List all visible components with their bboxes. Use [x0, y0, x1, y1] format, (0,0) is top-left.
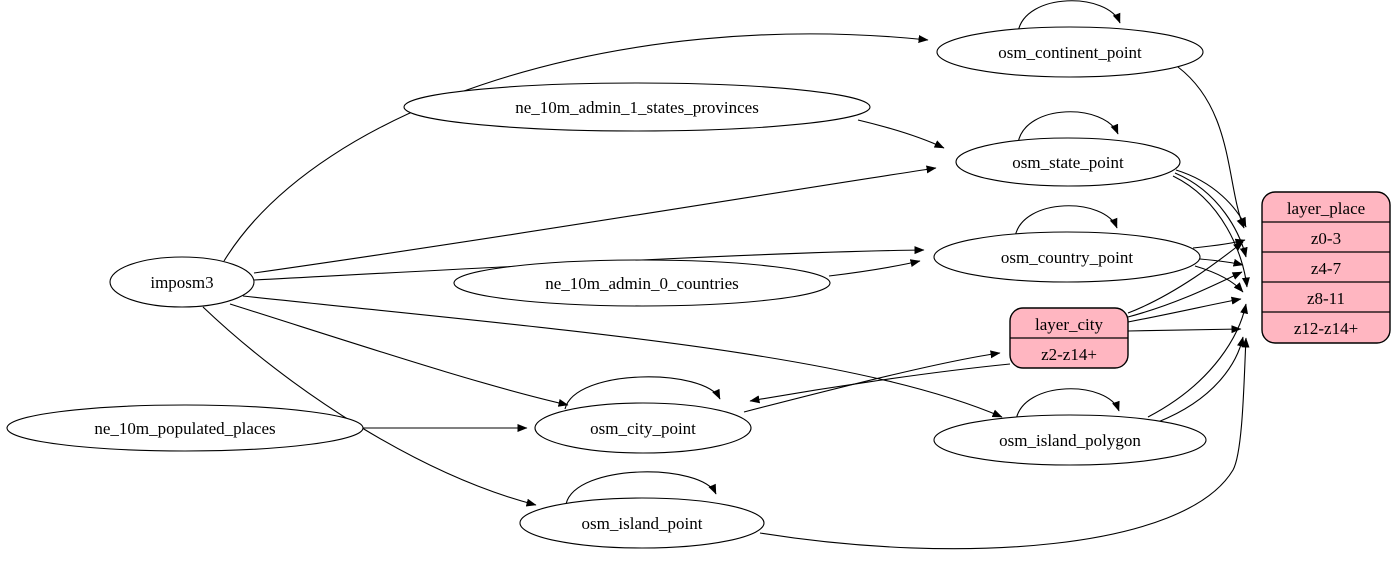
- node-osm_state_point: osm_state_point: [955, 137, 1181, 187]
- edge-layer_city-osm_city_point: [749, 363, 1011, 404]
- edge-osm_country_point-layer_place-z4-7: [1199, 258, 1244, 267]
- node-osm_continent_point: osm_continent_point: [936, 26, 1204, 78]
- record-layer_place-row-z12-z14: z12-z14+: [1294, 319, 1358, 338]
- node-ne_10m_populated_places: ne_10m_populated_places: [6, 404, 364, 452]
- record-layer_city-row-z2-z14: z2-z14+: [1041, 345, 1097, 364]
- node-osm_city_point-label: osm_city_point: [590, 419, 696, 438]
- node-osm_continent_point-label: osm_continent_point: [998, 43, 1142, 62]
- edges: [202, 0, 1250, 550]
- edge-osm_continent_point-layer_place-z0-3: [1177, 66, 1245, 229]
- node-osm_island_polygon-label: osm_island_polygon: [999, 431, 1141, 450]
- edge-imposm3-osm_state_point: [253, 165, 937, 274]
- self-loop-osm_city_point: [564, 376, 721, 410]
- node-osm_country_point: osm_country_point: [933, 231, 1201, 283]
- node-ne_10m_admin_0_countries: ne_10m_admin_0_countries: [453, 259, 831, 307]
- edge-osm_state_point-layer_place-z4-7: [1174, 172, 1248, 258]
- edge-ne_10m_admin_0_countries-osm_country_point: [828, 259, 921, 277]
- edge-imposm3-osm_continent_point: [223, 33, 929, 262]
- record-layer_city-title: layer_city: [1035, 315, 1103, 334]
- self-loop-osm_state_point: [1017, 111, 1119, 144]
- node-ne_10m_admin_1_states_provinces: ne_10m_admin_1_states_provinces: [403, 82, 871, 132]
- self-loop-osm_island_polygon: [1015, 388, 1120, 421]
- node-osm_country_point-label: osm_country_point: [1001, 248, 1133, 267]
- self-loop-osm_continent_point: [1017, 0, 1121, 33]
- record-layer_place: layer_place z0-3 z4-7 z8-11 z12-z14+: [1261, 191, 1391, 344]
- node-osm_island_point-label: osm_island_point: [582, 514, 703, 533]
- edge-osm_island_point-layer_place-z12-z14: [759, 337, 1250, 550]
- record-layer_place-row-z4-7: z4-7: [1311, 259, 1342, 278]
- node-osm_state_point-label: osm_state_point: [1012, 153, 1124, 172]
- edge-layer_city-layer_place-z4-7: [1127, 271, 1243, 318]
- node-osm_island_point: osm_island_point: [519, 497, 765, 549]
- edge-layer_city-layer_place-z0-3: [1127, 241, 1244, 314]
- node-ne_10m_admin_0_countries-label: ne_10m_admin_0_countries: [545, 274, 739, 293]
- node-ne_10m_admin_1_states_provinces-label: ne_10m_admin_1_states_provinces: [515, 98, 759, 117]
- self-loop-osm_country_point: [1014, 205, 1118, 238]
- node-imposm3: imposm3: [109, 256, 255, 308]
- edge-layer_city-layer_place-z8-11: [1127, 296, 1242, 323]
- self-loop-osm_island_point: [565, 471, 717, 505]
- edge-osm_country_point-layer_place-z8-11: [1194, 265, 1244, 293]
- node-osm_island_polygon: osm_island_polygon: [933, 414, 1207, 466]
- edge-osm_state_point-layer_place-z8-11: [1172, 175, 1250, 288]
- record-layer_place-row-z8-11: z8-11: [1307, 289, 1345, 308]
- node-imposm3-label: imposm3: [150, 273, 213, 292]
- node-ne_10m_populated_places-label: ne_10m_populated_places: [94, 419, 275, 438]
- edge-imposm3-osm_city_point: [229, 303, 569, 407]
- edge-ne_10m_admin_1_states_provinces-osm_state_point: [857, 119, 945, 149]
- edge-imposm3-osm_island_point: [202, 306, 537, 507]
- record-layer_place-row-z0-3: z0-3: [1311, 229, 1341, 248]
- record-layer_place-title: layer_place: [1287, 199, 1365, 218]
- edge-layer_city-layer_place-z12-z14: [1127, 325, 1242, 334]
- edge-osm_island_polygon-layer_place-z8-11: [1147, 303, 1248, 418]
- node-osm_city_point: osm_city_point: [534, 402, 752, 454]
- edge-osm_city_point-layer_city: [743, 350, 1001, 413]
- edge-osm_country_point-layer_place-z0-3: [1192, 238, 1246, 249]
- edge-imposm3-osm_island_polygon: [242, 295, 1003, 418]
- edge-osm_island_polygon-layer_place-z12-z14: [1157, 336, 1245, 423]
- record-layer_city: layer_city z2-z14+: [1009, 307, 1129, 369]
